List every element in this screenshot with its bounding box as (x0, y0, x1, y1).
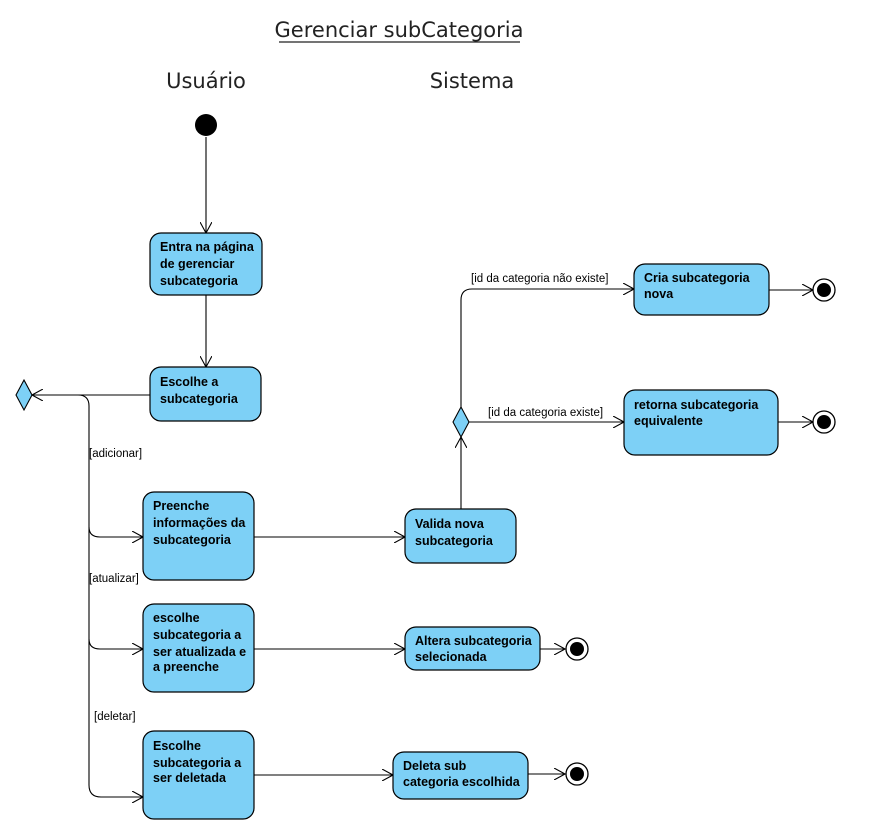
activity-deletar-line-1: Escolhe (153, 739, 201, 753)
guard-nao-existe: [id da categoria não existe] (471, 273, 608, 285)
guard-existe: [id da categoria existe] (488, 407, 603, 419)
activity-altera: Altera subcategoria selecionada (404, 626, 541, 671)
activity-retorna-line-2: equivalente (634, 414, 703, 428)
edge-decision-adicionar (33, 394, 143, 537)
lane-user: Usuário (166, 69, 246, 93)
edge-decision-deletar (88, 639, 143, 797)
activity-deleta: Deleta sub categoria escolhida (392, 751, 529, 800)
initial-node (195, 114, 217, 136)
activity-altera-line-2: selecionada (415, 650, 488, 664)
activity-cria: Cria subcategoria nova (633, 263, 770, 316)
activity-atualiza-line-3: ser atualizada e (153, 645, 246, 659)
decision-node-user (15, 378, 33, 412)
activity-cria-line-2: nova (644, 287, 674, 301)
activity-preenche-line-1: Preenche (153, 499, 209, 513)
activity-escolhe: Escolhe a subcategoria (149, 366, 262, 422)
activity-atualiza-line-4: a preenche (153, 660, 219, 674)
final-node-altera (565, 637, 589, 661)
edge-decision-atualizar (88, 527, 143, 649)
activity-deletar-line-2: subcategoria a (153, 756, 242, 770)
activity-valida-line-1: Valida nova (415, 517, 485, 531)
guard-adicionar: [adicionar] (89, 448, 142, 460)
activity-entra-line-3: subcategoria (160, 274, 239, 288)
activity-retorna-line-1: retorna subcategoria (634, 398, 759, 412)
activity-escolhe-line-2: subcategoria (160, 392, 239, 406)
activity-preenche-line-3: subcategoria (153, 533, 232, 547)
activity-entra: Entra na página de gerenciar subcategori… (149, 232, 263, 296)
lane-system: Sistema (430, 69, 515, 93)
activity-atualiza-line-1: escolhe (153, 611, 200, 625)
final-node-retorna (812, 410, 836, 434)
activity-cria-line-1: Cria subcategoria (644, 271, 751, 285)
activity-deleta-line-1: Deleta sub (403, 759, 467, 773)
diagram-title: Gerenciar subCategoria (275, 18, 524, 42)
decision-node-system (452, 405, 470, 439)
activity-entra-line-1: Entra na página (160, 240, 255, 254)
activity-altera-line-1: Altera subcategoria (415, 634, 533, 648)
activity-escolhe-line-1: Escolhe a (160, 375, 219, 389)
activity-atualiza-line-2: subcategoria a (153, 628, 242, 642)
guard-deletar: [deletar] (94, 711, 136, 723)
guard-atualizar: [atualizar] (89, 573, 139, 585)
activity-retorna: retorna subcategoria equivalente (623, 389, 779, 456)
activity-deletar: Escolhe subcategoria a ser deletada (142, 730, 255, 820)
activity-preenche: Preenche informações da subcategoria (142, 491, 255, 581)
activity-entra-line-2: de gerenciar (160, 257, 234, 271)
edge-decision-nao-existe (460, 289, 634, 407)
activity-deletar-line-3: ser deletada (153, 771, 227, 785)
activity-atualiza: escolhe subcategoria a ser atualizada e … (142, 603, 255, 693)
activity-preenche-line-2: informações da (153, 516, 246, 530)
activity-deleta-line-2: categoria escolhida (403, 775, 521, 789)
final-node-cria (812, 278, 836, 302)
activity-valida: Valida nova subcategoria (404, 508, 517, 564)
activity-valida-line-2: subcategoria (415, 534, 494, 548)
final-node-deleta (565, 762, 589, 786)
